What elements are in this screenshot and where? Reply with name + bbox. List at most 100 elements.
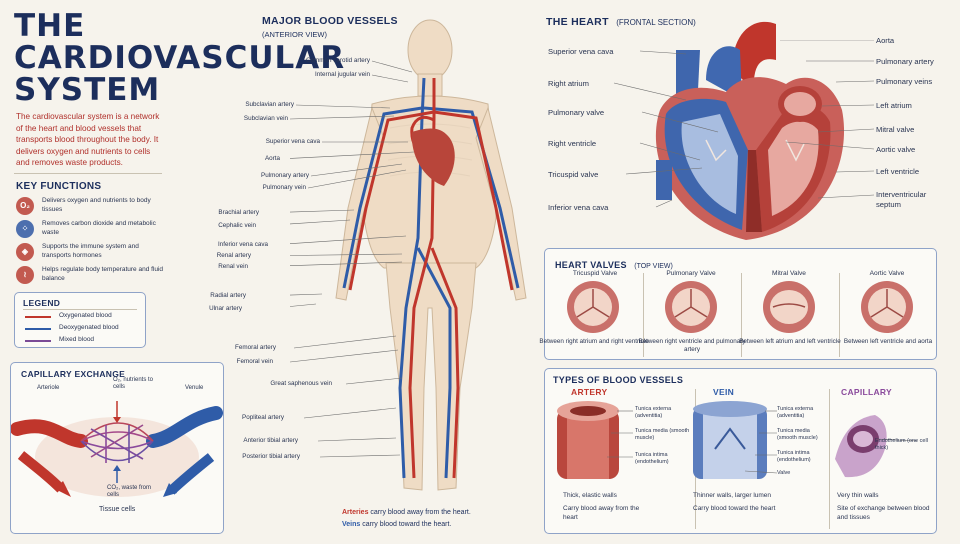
capillary-desc-1: Very thin walls: [837, 492, 879, 499]
vessel-label: Subclavian artery: [245, 101, 294, 108]
vessel-label: Subclavian vein: [243, 115, 288, 122]
function-item: O₂ Delivers oxygen and nutrients to body…: [16, 196, 166, 220]
vein-caption-word: Veins: [342, 521, 361, 528]
artery-layer-2: Tunica media (smooth muscle): [635, 428, 690, 441]
title-line-2: CARDIOVASCULAR: [14, 40, 346, 76]
legend-label: Mixed blood: [59, 336, 95, 343]
heart-label-superior-vena-cava: Superior vena cava: [548, 47, 614, 56]
arteriole-label: Arteriole: [37, 385, 60, 391]
page-title: THE CARDIOVASCULAR SYSTEM: [14, 8, 346, 108]
vessel-label: Great saphenous vein: [270, 380, 332, 387]
divider: [839, 273, 840, 357]
valve-name: Pulmonary Valve: [666, 270, 716, 277]
legend-label: Oxygenated blood: [59, 312, 112, 319]
artery-layer-3: Tunica intima (endothelium): [635, 452, 669, 465]
vein-caption-text: carry blood toward the heart.: [360, 521, 452, 528]
function-text: Helps regulate body temperature and flui…: [42, 266, 164, 282]
capillary-cross-section: [835, 415, 887, 478]
valve-name: Mitral Valve: [772, 270, 806, 277]
heart-heading: THE HEART: [546, 16, 609, 28]
heart-leader-lines: [613, 40, 875, 208]
vein-layer-4: Valve: [777, 470, 791, 476]
vessel-label: Renal vein: [218, 263, 248, 270]
artery-desc-1: Thick, elastic walls: [563, 492, 617, 499]
heart-label-aorta: Aorta: [876, 36, 895, 45]
legend-heading: LEGEND: [23, 298, 61, 308]
artery-heading: ARTERY: [571, 387, 608, 397]
vessels-heading: MAJOR BLOOD VESSELS: [262, 15, 398, 27]
vein-cross-section: [693, 401, 767, 479]
vessel-label: Inferior vena cava: [217, 241, 268, 248]
vessel-label: Pulmonary artery: [261, 172, 309, 179]
artery-desc-2: Carry blood away from the heart: [563, 505, 640, 521]
title-line-3: SYSTEM: [14, 72, 161, 108]
thermometer-icon: ≀: [16, 266, 34, 284]
divider: [23, 309, 137, 310]
heart-label-inferior-vena-cava: Inferior vena cava: [548, 203, 609, 212]
heart-label-pulmonary-artery: Pulmonary artery: [876, 57, 934, 66]
artery-caption: Arteries carry blood away from the heart…: [342, 509, 471, 516]
heart-label-left-ventricle: Left ventricle: [876, 167, 920, 176]
heart-label-pulmonary-veins: Pulmonary veins: [876, 77, 933, 86]
capillary-exchange-heading: CAPILLARY EXCHANGE: [21, 369, 126, 379]
swatch-oxygenated: [25, 316, 51, 318]
shield-icon: ◈: [16, 243, 34, 261]
mitral-valve-illustration: [763, 281, 815, 333]
vessel-type-illustrations: [557, 401, 918, 479]
artery-layer-1: Tunica externa (adventitia): [635, 406, 672, 419]
capillary-exchange-panel: CAPILLARY EXCHANGE Arteriole Venule O₂, …: [10, 362, 224, 534]
vein-heading: VEIN: [713, 387, 735, 397]
o2-icon: O₂: [16, 197, 34, 215]
vessel-label: Ulnar artery: [209, 305, 242, 312]
heart-label-pulmonary-valve: Pulmonary valve: [548, 108, 605, 117]
legend-panel: LEGEND Oxygenated blood Deoxygenated blo…: [14, 292, 146, 348]
function-item: ◈ Supports the immune system and transpo…: [16, 242, 166, 266]
vessel-types-panel: TYPES OF BLOOD VESSELS ARTERY VEIN CAPIL…: [544, 368, 937, 534]
artery-cross-section: [557, 401, 619, 479]
valves-subheading: (TOP VIEW): [634, 263, 673, 270]
legend-label: Deoxygenated blood: [59, 324, 119, 331]
leader-lines: [290, 60, 415, 458]
divider: [829, 389, 830, 529]
vessel-label: Brachial artery: [218, 209, 259, 216]
vein-caption: Veins carry blood toward the heart.: [342, 521, 451, 528]
vessel-types-heading: TYPES OF BLOOD VESSELS: [553, 375, 684, 385]
swatch-deoxygenated: [25, 328, 51, 330]
co2-molecule-icon: ⁘: [16, 220, 34, 238]
o2-label: O₂, nutrients to cells: [113, 377, 154, 390]
vessel-label: Common carotid artery: [305, 57, 370, 64]
capillary-layer-1: Endothelium (one cell thick): [875, 438, 928, 451]
heart-label-right-ventricle: Right ventricle: [548, 139, 597, 148]
vein-desc-2: Carry blood toward the heart: [693, 505, 776, 512]
divider: [741, 273, 742, 357]
aortic-valve-illustration: [861, 281, 913, 333]
co2-label: CO₂, waste from cells: [107, 485, 152, 498]
capillary-desc-2: Site of exchange between blood and tissu…: [837, 505, 930, 521]
valve-illustrations: [567, 281, 913, 333]
vessel-label: Aorta: [264, 155, 280, 162]
valve-desc: Between left ventricle and aorta: [843, 338, 933, 345]
function-item: ⁘ Removes carbon dioxide and metabolic w…: [16, 219, 166, 243]
vessel-label: Internal jugular vein: [315, 71, 370, 78]
vessel-label: Posterior tibial artery: [242, 453, 300, 460]
heart-valves-panel: HEART VALVES (TOP VIEW) Tricuspid Valve …: [539, 248, 937, 360]
vessel-label: Cephalic vein: [218, 222, 256, 229]
heart-subheading: (FRONTAL SECTION): [616, 18, 696, 27]
vessel-label: Radial artery: [210, 292, 246, 299]
key-functions-heading: KEY FUNCTIONS: [16, 181, 102, 192]
heart-section-illustration: [655, 21, 845, 241]
valve-name: Aortic Valve: [869, 270, 905, 277]
artery-caption-word: Arteries: [342, 509, 369, 516]
divider: [14, 173, 162, 174]
heart-heading-row: THE HEART (FRONTAL SECTION): [546, 12, 696, 30]
heart-label-septum: Interventricular septum: [876, 190, 927, 209]
function-text: Supports the immune system and transport…: [42, 243, 139, 259]
title-line-1: THE: [14, 8, 86, 44]
vessel-label: Femoral artery: [235, 344, 276, 351]
heart-label-right-atrium: Right atrium: [548, 79, 589, 88]
capillary-bed-illustration: [11, 401, 223, 497]
artery-caption-text: carry blood away from the heart.: [368, 509, 471, 516]
function-item: ≀ Helps regulate body temperature and fl…: [16, 265, 166, 289]
capillary-heading: CAPILLARY: [841, 387, 893, 397]
tricuspid-valve-illustration: [567, 281, 619, 333]
